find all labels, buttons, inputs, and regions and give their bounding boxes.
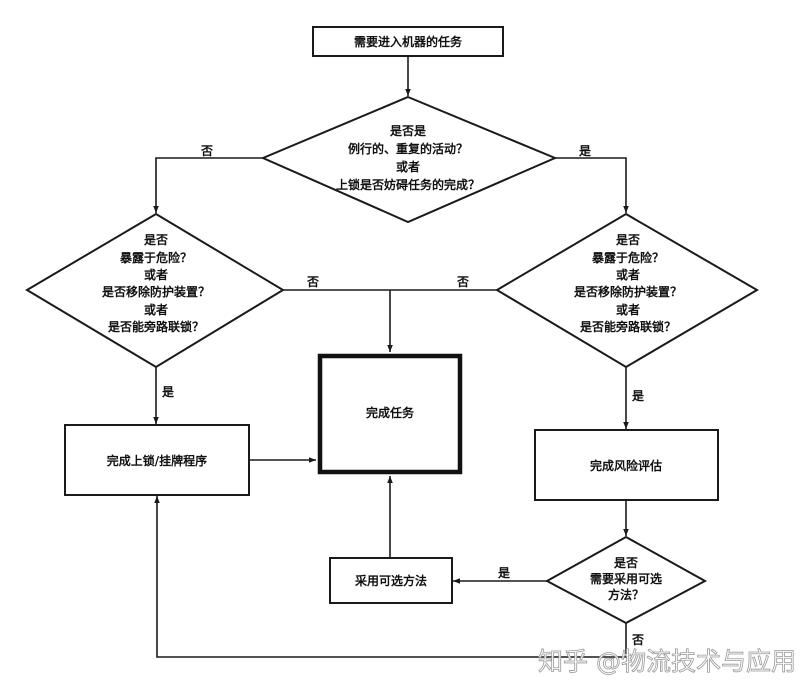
node-decision-alternative: 是否 需要采用可选 方法？ [544, 535, 708, 625]
decision-hazard-left-line-6: 是否能旁路联锁？ [107, 319, 204, 334]
decision-routine-line-4: 上锁是否妨碍任务的完成？ [336, 177, 480, 192]
lockout-tagout-box [64, 424, 250, 496]
label-alternative-no: 否 [631, 633, 644, 647]
decision-routine-line-3: 或者 [396, 159, 420, 174]
decision-hazard-left-line-3: 或者 [144, 267, 168, 282]
edge-labels: 否 是 否 否 是 是 是 否 [161, 144, 645, 647]
complete-task-box [317, 353, 463, 475]
watermark-text: 知乎 @物流技术与应用 [538, 647, 797, 677]
label-hazard-left-no: 否 [306, 275, 319, 289]
alternative-method-box [329, 557, 453, 604]
complete-task-label: 完成任务 [366, 405, 415, 420]
decision-hazard-right-line-5: 或者 [616, 302, 640, 317]
node-risk-assessment: 完成风险评估 [534, 429, 719, 501]
lockout-tagout-label: 完成上锁/挂牌程序 [107, 453, 207, 468]
decision-routine-line-2: 例行的、重复的活动？ [348, 141, 468, 156]
decision-alternative-diamond [544, 535, 708, 625]
edge-routine-no-to-hazard-left [153, 157, 263, 213]
node-decision-routine: 是否是 例行的、重复的活动？ 或者 上锁是否妨碍任务的完成？ [260, 95, 558, 224]
node-complete-task: 完成任务 [317, 353, 463, 475]
node-alternative-method: 采用可选方法 [329, 557, 453, 604]
label-hazard-right-yes: 是 [631, 389, 645, 403]
risk-assessment-box [534, 429, 719, 501]
decision-alternative-line-1: 是否 [613, 556, 638, 570]
decision-hazard-right-diamond [495, 212, 759, 369]
label-hazard-left-yes: 是 [161, 385, 175, 399]
decision-hazard-left-line-4: 是否移除防护装置？ [101, 284, 210, 299]
decision-alternative-line-3: 方法？ [608, 587, 644, 602]
alternative-method-label: 采用可选方法 [354, 573, 427, 588]
label-routine-yes: 是 [578, 144, 592, 158]
decision-hazard-left-line-1: 是否 [143, 233, 168, 247]
risk-assessment-label: 完成风险评估 [590, 458, 662, 473]
node-lockout-tagout: 完成上锁/挂牌程序 [64, 424, 250, 496]
decision-hazard-right-line-2: 暴露于危险？ [591, 250, 664, 265]
node-decision-hazard-left: 是否 暴露于危险？ 或者 是否移除防护装置？ 或者 是否能旁路联锁？ [25, 212, 285, 369]
node-start: 需要进入机器的任务 [312, 26, 504, 57]
decision-alternative-line-2: 需要采用可选 [590, 571, 662, 586]
decision-hazard-right-line-3: 或者 [616, 267, 640, 282]
edge-alternative-no-to-lockout [154, 496, 627, 658]
decision-hazard-left-line-2: 暴露于危险？ [119, 250, 192, 265]
decision-hazard-left-line-5: 或者 [144, 302, 168, 317]
decision-routine-line-1: 是否是 [389, 124, 427, 138]
label-alternative-yes: 是 [497, 566, 511, 580]
decision-routine-diamond [260, 95, 558, 224]
edges [153, 56, 629, 658]
start-box [312, 26, 504, 57]
node-decision-hazard-right: 是否 暴露于危险？ 或者 是否移除防护装置？ 或者 是否能旁路联锁？ [495, 212, 759, 369]
decision-hazard-right-line-1: 是否 [615, 233, 640, 247]
edge-routine-yes-to-hazard-right [555, 157, 629, 213]
decision-hazard-right-line-6: 是否能旁路联锁？ [579, 319, 676, 334]
decision-hazard-right-line-4: 是否移除防护装置？ [573, 284, 682, 299]
decision-hazard-left-diamond [25, 212, 285, 369]
start-label: 需要进入机器的任务 [354, 34, 463, 49]
label-hazard-right-no: 否 [456, 275, 469, 289]
label-routine-no: 否 [200, 144, 213, 158]
